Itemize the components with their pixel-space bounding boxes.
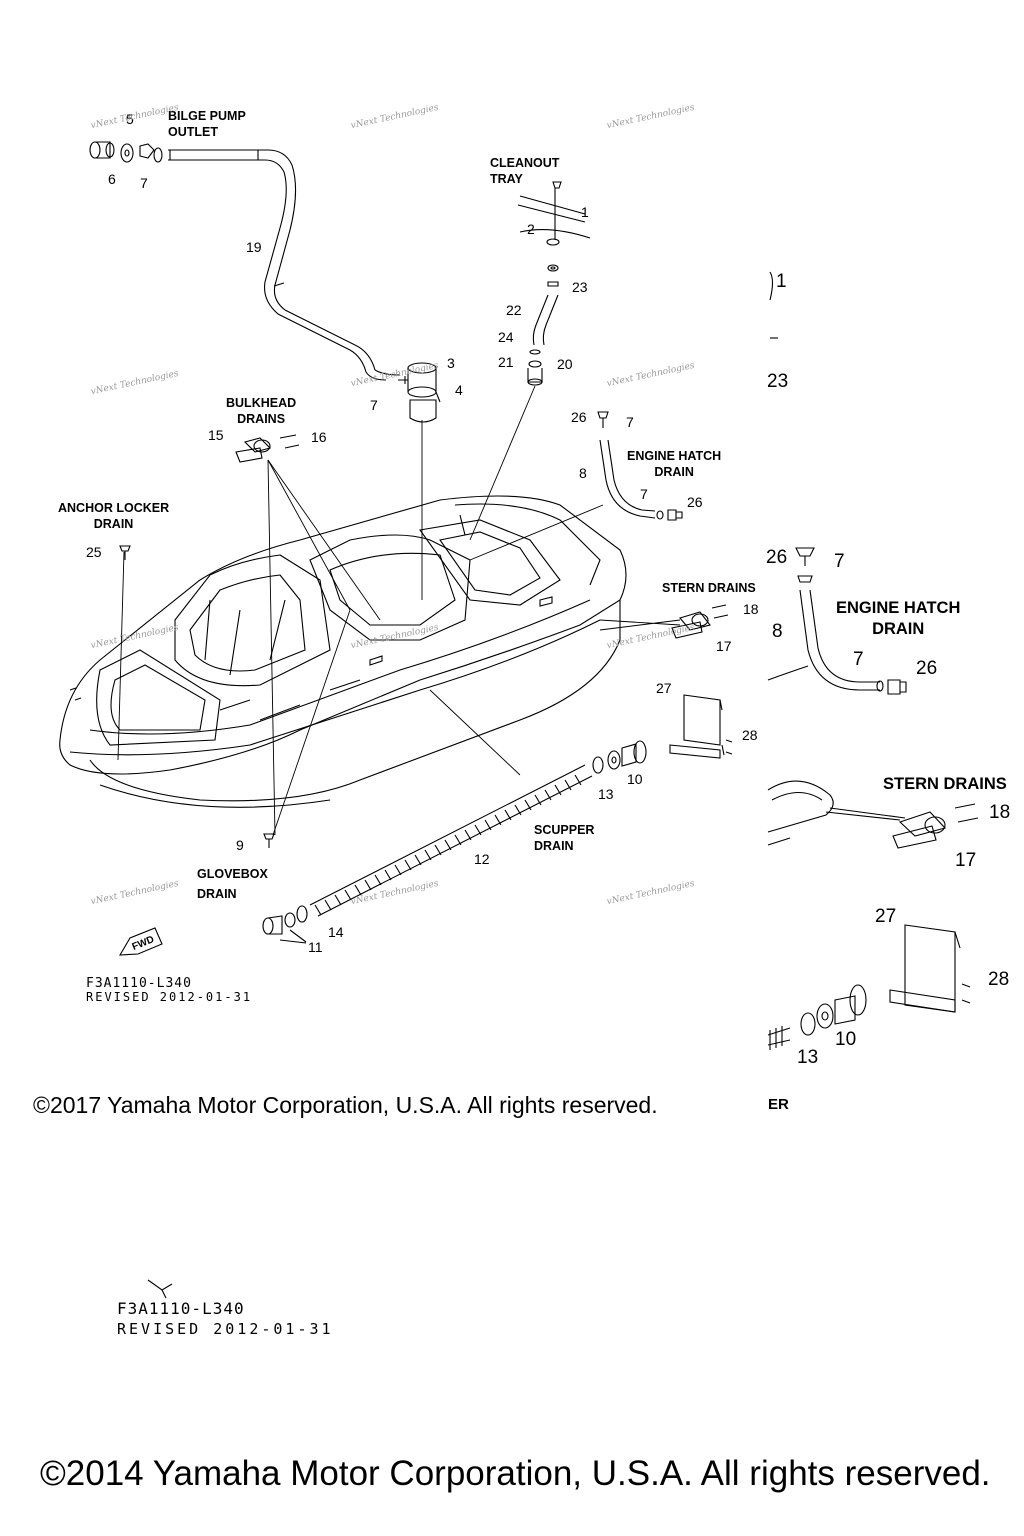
callout-26: 26 <box>571 409 587 425</box>
zoom-callout-26: 26 <box>766 547 788 568</box>
callout-18: 18 <box>743 601 759 617</box>
revision-code: F3A1110-L340 <box>86 976 192 991</box>
bilge-outlet-fitting <box>89 141 163 163</box>
zoom-callout-7: 7 <box>834 551 845 572</box>
callout-12: 12 <box>474 851 490 867</box>
bilge-pump <box>398 362 441 423</box>
fwd-arrow <box>119 927 163 956</box>
zoom-callout-17: 17 <box>955 850 977 871</box>
callout-7d: 7 <box>640 486 648 502</box>
callout-4: 4 <box>455 382 463 398</box>
callout-22: 22 <box>506 302 522 318</box>
zoom-label-partial: ER <box>768 1096 789 1113</box>
callout-10: 10 <box>627 771 643 787</box>
label-stern-drains: STERN DRAINS <box>662 581 756 595</box>
stern-drain <box>671 604 729 639</box>
callout-16: 16 <box>311 429 327 445</box>
label-scupper-drain: SCUPPER DRAIN <box>534 823 595 853</box>
glovebox-fittings <box>262 905 308 944</box>
screws <box>119 545 275 848</box>
zoom-callout-8: 8 <box>772 621 783 642</box>
callout-26b: 26 <box>687 494 703 510</box>
bracket <box>669 694 733 759</box>
callout-1: 1 <box>581 204 589 220</box>
zoom-callout-7b: 7 <box>853 649 864 670</box>
cleanout-tray-assembly <box>517 181 591 386</box>
callout-15: 15 <box>208 427 224 443</box>
callout-7c: 7 <box>626 414 634 430</box>
bilge-hose <box>168 149 401 381</box>
label-engine-hatch-drain: ENGINE HATCH DRAIN <box>627 449 722 479</box>
callout-3: 3 <box>447 355 455 371</box>
zoom-label-engine-hatch-drain: ENGINE HATCH DRAIN <box>836 599 961 638</box>
label-bulkhead-drains: BULKHEAD DRAINS <box>226 396 297 426</box>
label-cleanout-tray: CLEANOUT TRAY <box>490 156 560 186</box>
callout-2: 2 <box>527 221 535 237</box>
zoom-callout-26b: 26 <box>916 658 938 679</box>
callout-20: 20 <box>557 356 573 372</box>
zoom-callout-23: 23 <box>767 371 789 392</box>
copyright-2017: ©2017 Yamaha Motor Corporation, U.S.A. A… <box>33 1092 658 1118</box>
zoom-callout-27: 27 <box>875 906 897 927</box>
callout-14: 14 <box>328 924 344 940</box>
callout-9: 9 <box>236 837 244 853</box>
engine-hatch-drain-small <box>597 411 683 521</box>
callout-23: 23 <box>572 279 588 295</box>
revision-date: REVISED 2012-01-31 <box>86 990 253 1004</box>
callout-19: 19 <box>246 239 262 255</box>
callout-21: 21 <box>498 354 514 370</box>
callout-11: 11 <box>308 939 323 955</box>
scupper-fittings <box>592 740 647 774</box>
callout-6: 6 <box>108 171 116 187</box>
copyright-2014: ©2014 Yamaha Motor Corporation, U.S.A. A… <box>40 1454 991 1493</box>
lower-arrow-fragment <box>147 1279 173 1299</box>
callout-28: 28 <box>742 727 758 743</box>
callout-27: 27 <box>656 680 672 696</box>
leader-lines <box>117 385 681 836</box>
callout-24: 24 <box>498 329 514 345</box>
zoom-view <box>767 271 979 1050</box>
scupper-hose <box>309 764 593 917</box>
callout-5: 5 <box>126 111 134 127</box>
label-glovebox-drain: GLOVEBOX DRAIN <box>197 867 268 901</box>
revision-code-lower: F3A1110-L340 <box>117 1299 245 1318</box>
zoom-callout-10: 10 <box>835 1029 857 1050</box>
boat-hull <box>59 495 627 808</box>
callout-7: 7 <box>140 175 148 191</box>
callout-13: 13 <box>598 786 614 802</box>
zoom-callout-28: 28 <box>988 969 1010 990</box>
bulkhead-drain <box>235 434 300 463</box>
label-bilge-pump-outlet: BILGE PUMP OUTLET <box>168 109 246 139</box>
zoom-label-stern-drains: STERN DRAINS <box>883 775 1007 793</box>
callout-7b: 7 <box>370 397 378 413</box>
callout-25: 25 <box>86 544 102 560</box>
zoom-callout-18: 18 <box>989 802 1011 823</box>
label-anchor-locker-drain: ANCHOR LOCKER DRAIN <box>58 501 170 531</box>
zoom-callout-1: 1 <box>776 271 787 292</box>
zoom-callout-13: 13 <box>797 1047 819 1068</box>
revision-date-lower: REVISED 2012-01-31 <box>117 1320 334 1338</box>
callout-17: 17 <box>716 638 732 654</box>
callout-8: 8 <box>579 465 587 481</box>
